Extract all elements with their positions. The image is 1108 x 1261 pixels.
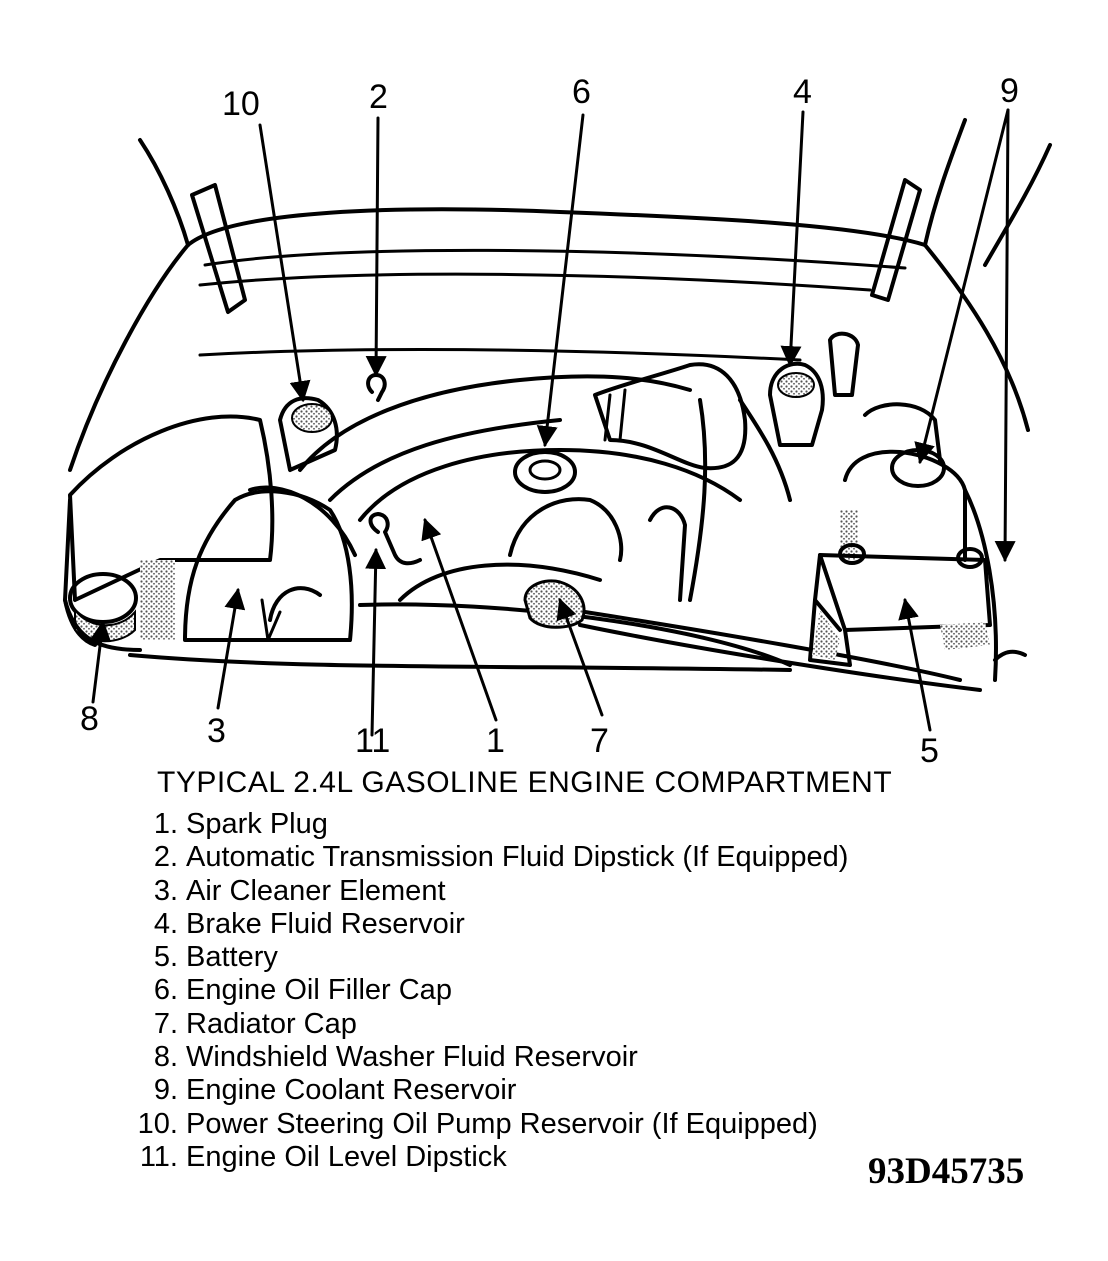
callout-1: 1 (486, 722, 505, 760)
legend-number: 10. (137, 1107, 178, 1140)
legend-number: 8. (153, 1041, 178, 1074)
legend-item: 4.Brake Fluid Reservoir (120, 908, 848, 941)
legend-item: 9.Engine Coolant Reservoir (120, 1074, 848, 1107)
legend-text: Windshield Washer Fluid Reservoir (186, 1041, 638, 1074)
legend-item: 8.Windshield Washer Fluid Reservoir (120, 1041, 848, 1074)
callout-8: 8 (80, 700, 99, 738)
legend-number: 3. (153, 874, 178, 907)
legend-item: 6.Engine Oil Filler Cap (120, 974, 848, 1007)
legend-number: 4. (153, 907, 178, 940)
callout-11: 11 (355, 722, 390, 760)
component-legend: 1.Spark Plug 2.Automatic Transmission Fl… (120, 808, 849, 1174)
callout-3: 3 (207, 712, 226, 750)
air-cleaner-assembly (183, 374, 692, 642)
legend-item: 2.Automatic Transmission Fluid Dipstick … (120, 841, 849, 874)
engine-body (128, 398, 792, 672)
legend-text: Power Steering Oil Pump Reservoir (If Eq… (186, 1107, 818, 1140)
oil-filler-cap (513, 450, 577, 494)
legend-text: Automatic Transmission Fluid Dipstick (I… (186, 841, 849, 874)
coolant-reservoir (840, 402, 998, 682)
washer-fluid-reservoir (63, 414, 275, 647)
legend-number: 7. (153, 1007, 178, 1040)
figure-caption: TYPICAL 2.4L GASOLINE ENGINE COMPARTMENT (157, 766, 893, 799)
power-steering-reservoir (278, 396, 339, 472)
hood-hinges (190, 178, 922, 314)
legend-text: Radiator Cap (186, 1007, 357, 1040)
callout-4: 4 (793, 73, 812, 111)
callout-2: 2 (369, 78, 388, 116)
legend-item: 10.Power Steering Oil Pump Reservoir (If… (120, 1108, 848, 1141)
legend-item: 11.Engine Oil Level Dipstick (120, 1141, 848, 1174)
legend-text: Spark Plug (186, 808, 328, 840)
legend-text: Engine Oil Filler Cap (186, 974, 452, 1007)
legend-text: Air Cleaner Element (186, 874, 446, 907)
intake-hose (593, 362, 748, 471)
hood-opening-outline (68, 118, 1052, 472)
brake-fluid-reservoir (768, 331, 860, 447)
legend-number: 6. (153, 974, 178, 1007)
callout-6: 6 (572, 73, 591, 111)
legend-item: 7.Radiator Cap (120, 1008, 848, 1041)
legend-text: Brake Fluid Reservoir (186, 907, 465, 940)
legend-number: 11. (139, 1140, 178, 1173)
legend-item: 1.Spark Plug (120, 808, 848, 841)
figure-id: 93D45735 (868, 1151, 1025, 1192)
legend-number: 2. (153, 841, 178, 874)
callout-9: 9 (1000, 72, 1019, 110)
leader-lines (90, 108, 1016, 737)
legend-text: Battery (186, 941, 278, 974)
callout-5: 5 (920, 732, 939, 770)
battery (808, 543, 992, 667)
legend-number: 5. (153, 941, 178, 974)
legend-item: 3.Air Cleaner Element (120, 875, 848, 908)
legend-item: 5.Battery (120, 941, 848, 974)
callout-10: 10 (222, 85, 260, 123)
legend-text: Engine Oil Level Dipstick (186, 1140, 507, 1173)
callout-7: 7 (590, 722, 609, 760)
legend-text: Engine Coolant Reservoir (186, 1074, 517, 1107)
legend-number: 9. (153, 1074, 178, 1107)
legend-number: 1. (153, 808, 178, 840)
